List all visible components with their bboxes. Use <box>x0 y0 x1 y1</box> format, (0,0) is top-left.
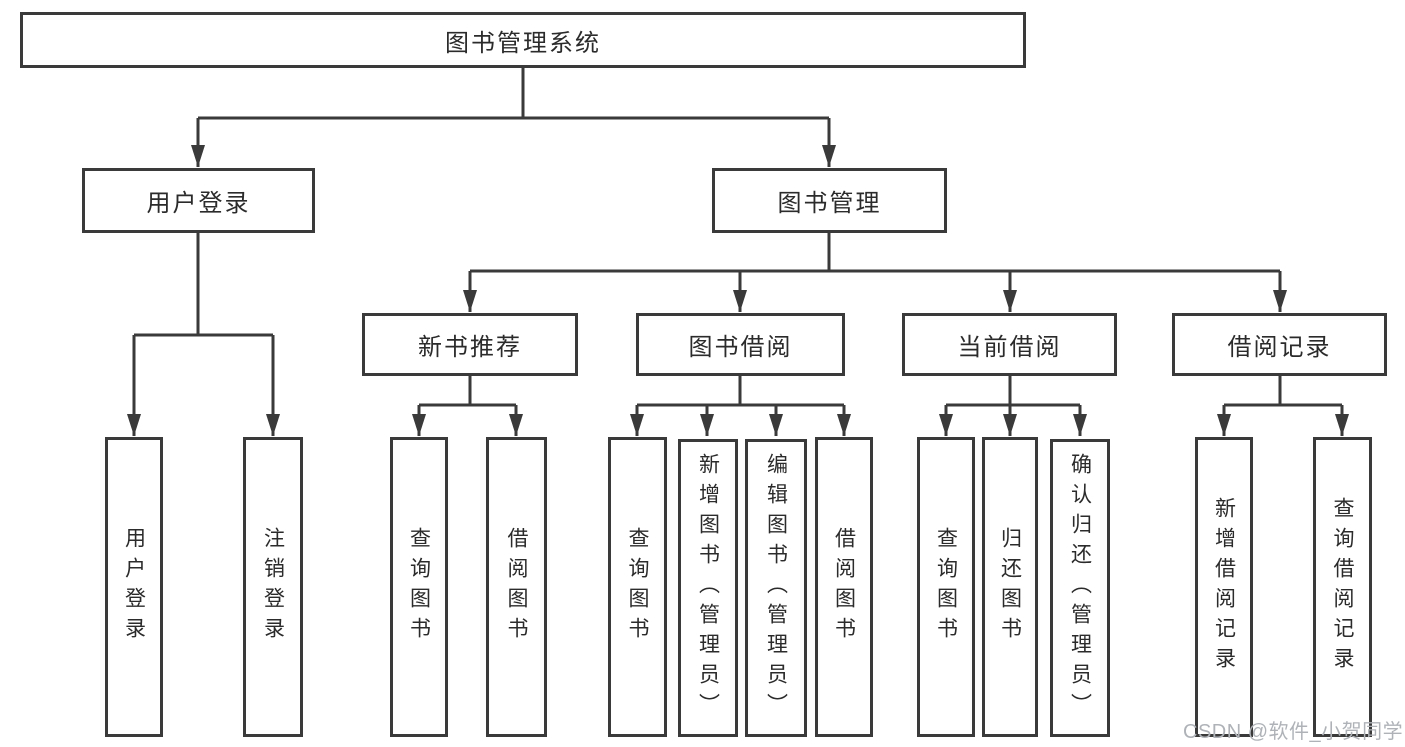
node-book-management: 图书管理 <box>712 168 947 233</box>
leaf-label: 注销登录 <box>261 527 285 647</box>
leaf-label: 新增借阅记录 <box>1212 497 1236 677</box>
node-label: 借阅记录 <box>1227 334 1332 361</box>
csdn-watermark: CSDN @软件_小贺同学 <box>1183 721 1404 743</box>
node-label: 新书推荐 <box>418 334 522 361</box>
node-root-label: 图书管理系统 <box>445 29 601 57</box>
leaf-edit-book-admin: 编辑图书（管理员） <box>745 439 807 737</box>
leaf-query-books-1: 查询图书 <box>390 437 448 737</box>
leaf-add-borrow-record: 新增借阅记录 <box>1195 437 1253 737</box>
leaf-add-book-admin: 新增图书（管理员） <box>678 439 738 737</box>
leaf-logout: 注销登录 <box>243 437 303 737</box>
node-label: 用户登录 <box>146 190 251 217</box>
node-label: 当前借阅 <box>957 334 1062 361</box>
leaf-label: 归还图书 <box>998 527 1022 647</box>
node-label: 图书管理 <box>777 190 882 217</box>
leaf-label: 借阅图书 <box>832 527 856 647</box>
node-root: 图书管理系统 <box>20 12 1026 68</box>
node-new-book-recommend: 新书推荐 <box>362 313 578 376</box>
leaf-confirm-return-admin: 确认归还（管理员） <box>1050 439 1110 737</box>
node-borrow-records: 借阅记录 <box>1172 313 1387 376</box>
leaf-label: 查询图书 <box>626 527 650 647</box>
leaf-return-book: 归还图书 <box>982 437 1038 737</box>
node-current-borrow: 当前借阅 <box>902 313 1117 376</box>
leaf-label: 确认归还（管理员） <box>1068 453 1092 723</box>
leaf-query-borrow-record: 查询借阅记录 <box>1313 437 1372 737</box>
leaf-query-books-3: 查询图书 <box>917 437 975 737</box>
node-label: 图书借阅 <box>688 334 793 361</box>
leaf-label: 查询图书 <box>934 527 958 647</box>
leaf-label: 查询图书 <box>407 527 431 647</box>
leaf-label: 编辑图书（管理员） <box>764 453 788 723</box>
leaf-borrow-books-1: 借阅图书 <box>486 437 547 737</box>
node-book-borrow: 图书借阅 <box>636 313 845 376</box>
leaf-label: 新增图书（管理员） <box>696 453 720 723</box>
leaf-borrow-books-2: 借阅图书 <box>815 437 873 737</box>
leaf-label: 查询借阅记录 <box>1331 497 1355 677</box>
leaf-label: 借阅图书 <box>505 527 529 647</box>
leaf-query-books-2: 查询图书 <box>608 437 667 737</box>
leaf-user-login: 用户登录 <box>105 437 163 737</box>
leaf-label: 用户登录 <box>122 527 146 647</box>
node-user-login: 用户登录 <box>82 168 315 233</box>
